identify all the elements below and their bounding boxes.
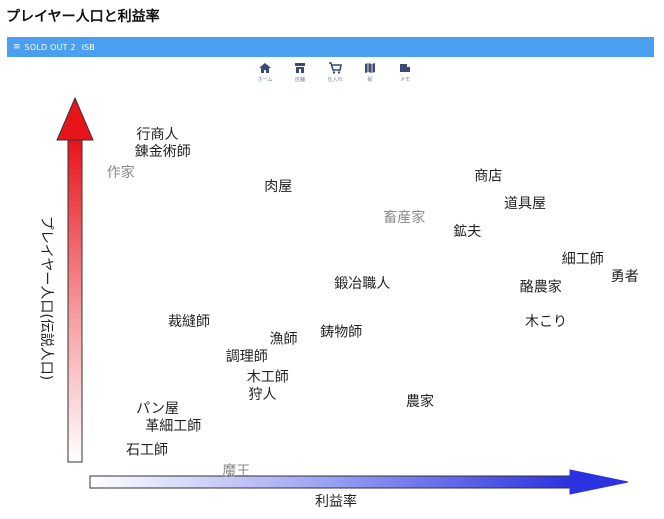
y-axis-label: プレイヤー人口(伝説人口) [38, 216, 54, 381]
nav-item-cart[interactable]: 仕入れ [320, 62, 350, 86]
point-label: 鉱夫 [453, 223, 481, 240]
nav-item-shop[interactable]: 店舗 [285, 62, 315, 86]
bottom-nav: ホーム 店舗 仕入れ 街 メモ [250, 62, 420, 86]
home-icon [259, 63, 271, 73]
point-label: 勇者 [611, 269, 639, 285]
point-label: 木工師 [247, 370, 289, 386]
page-title: プレイヤー人口と利益率 [6, 9, 160, 25]
point-label: 作家 [107, 164, 135, 181]
point-label: 石工師 [126, 443, 168, 459]
nav-item-home[interactable]: ホーム [250, 62, 280, 86]
cart-icon [329, 62, 342, 74]
point-label: 行商人 [137, 127, 179, 143]
point-label: 畜産家 [383, 209, 425, 226]
map-icon [365, 63, 375, 73]
app-tag: ISB [81, 42, 95, 52]
point-label: 商店 [474, 169, 502, 185]
point-label: 魔王 [222, 463, 250, 479]
x-axis-label: 利益率 [315, 493, 357, 510]
nav-item-map[interactable]: 街 [355, 62, 385, 86]
nav-label: 店舗 [294, 77, 305, 83]
x-arrow-shaft [89, 475, 571, 489]
point-label: 肉屋 [264, 179, 292, 195]
y-axis-arrow [56, 96, 94, 463]
nav-item-mail[interactable]: メモ [390, 62, 420, 86]
nav-label: メモ [399, 77, 410, 83]
point-label: 調理師 [226, 349, 268, 365]
x-arrow-head [569, 469, 629, 495]
point-label: 錬金術師 [135, 144, 191, 160]
app-title: SOLD OUT 2 [24, 42, 76, 52]
x-axis-arrow [89, 469, 629, 495]
point-label: 鍛冶職人 [334, 276, 390, 292]
shop-icon [295, 63, 305, 73]
point-label: 裁縫師 [168, 314, 210, 330]
point-label: 酪農家 [520, 279, 562, 296]
app-header-bar: ≡ SOLD OUT 2 ISB [7, 37, 654, 57]
point-label: 細工師 [562, 252, 604, 268]
point-label: 木こり [525, 314, 567, 330]
point-label: 狩人 [249, 387, 277, 403]
point-label: 道具屋 [504, 196, 546, 212]
menu-icon[interactable]: ≡ [13, 42, 21, 52]
nav-label: 仕入れ [327, 77, 343, 83]
point-label: パン屋 [136, 401, 179, 417]
point-label: 鋳物師 [320, 324, 362, 341]
y-arrow-shaft [67, 139, 83, 463]
nav-label: 街 [367, 77, 373, 83]
mail-icon [400, 64, 410, 72]
point-label: 革細工師 [145, 418, 201, 434]
y-arrow-head [56, 96, 94, 141]
point-label: 農家 [406, 393, 434, 410]
nav-label: ホーム [257, 77, 273, 83]
point-label: 漁師 [270, 332, 298, 348]
